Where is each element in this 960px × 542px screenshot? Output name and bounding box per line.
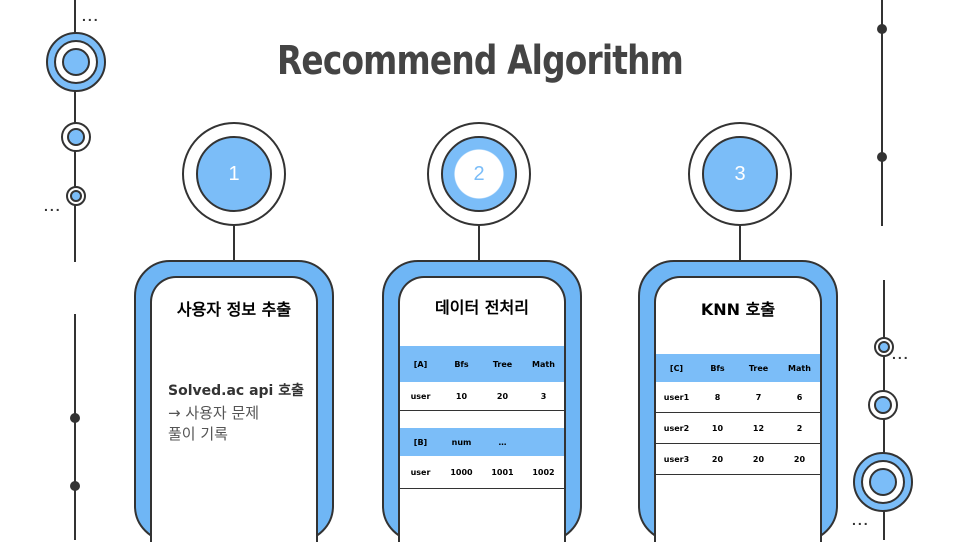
api-call-label: Solved.ac api 호출	[168, 383, 304, 399]
table-header-cell: [B]	[413, 437, 428, 447]
ellipsis-decoration: ...	[892, 346, 910, 362]
step-3-badge: 3	[688, 122, 792, 226]
table-header-cell: Math	[532, 359, 555, 369]
step-2-card: 데이터 전처리 [A] Bfs Tree Math user 10 20 3 […	[382, 260, 582, 542]
table-cell: user	[410, 467, 431, 477]
medium-ring-decoration	[61, 122, 91, 152]
table-cell: 1000	[450, 467, 473, 477]
table-row: user2 10 12 2	[656, 413, 820, 444]
ellipsis-decoration: ...	[82, 8, 100, 24]
table-row: user 10 20 3	[400, 382, 564, 411]
table-c-header: [C] Bfs Tree Math	[656, 354, 820, 382]
step-2-number: 2	[441, 136, 517, 212]
line-dot-decoration	[877, 24, 887, 34]
table-a-header: [A] Bfs Tree Math	[400, 346, 564, 382]
table-b: [B] num … user 1000 1001 1002	[400, 428, 564, 489]
table-cell: 3	[540, 391, 547, 401]
table-cell: user2	[663, 423, 690, 433]
table-cell: user3	[663, 454, 690, 464]
page-title: Recommend Algorithm	[276, 38, 684, 84]
api-call-text: Solved.ac api 호출 → 사용자 문제 풀이 기록	[168, 380, 304, 444]
right-top-line	[881, 0, 883, 226]
step-1-badge: 1	[182, 122, 286, 226]
step-1-number: 1	[196, 136, 272, 212]
api-call-line3: 풀이 기록	[168, 425, 228, 443]
step-1-card: 사용자 정보 추출 Solved.ac api 호출 → 사용자 문제 풀이 기…	[134, 260, 334, 542]
table-cell: 8	[714, 392, 721, 402]
table-header-cell: num	[451, 437, 472, 447]
table-cell: 1001	[491, 467, 514, 477]
step-3-connector	[739, 226, 741, 260]
table-header-cell: …	[498, 437, 507, 447]
line-dot-decoration	[70, 413, 80, 423]
ellipsis-decoration: ...	[44, 198, 62, 214]
table-header-cell: Tree	[748, 363, 769, 373]
medium-ring-core	[67, 128, 85, 146]
table-cell: 10	[455, 391, 468, 401]
table-row: user1 8 7 6	[656, 382, 820, 413]
step-3-number: 3	[702, 136, 778, 212]
table-cell: 12	[752, 423, 765, 433]
step-3-card: KNN 호출 [C] Bfs Tree Math user1 8 7 6 use…	[638, 260, 838, 542]
table-c: [C] Bfs Tree Math user1 8 7 6 user2 10 1…	[656, 354, 820, 475]
medium-ring-core	[874, 396, 892, 414]
table-cell: 20	[711, 454, 724, 464]
left-bottom-line	[74, 314, 76, 540]
table-b-header: [B] num …	[400, 428, 564, 456]
api-call-line2: → 사용자 문제	[168, 404, 260, 422]
table-cell: 20	[496, 391, 509, 401]
table-cell: 1002	[532, 467, 555, 477]
table-row: user3 20 20 20	[656, 444, 820, 475]
ellipsis-decoration: ...	[852, 512, 870, 528]
step-3-title: KNN 호출	[700, 300, 776, 319]
table-cell: user1	[663, 392, 690, 402]
small-ring-core	[70, 190, 82, 202]
table-header-cell: Tree	[492, 359, 513, 369]
table-header-cell: Bfs	[710, 363, 725, 373]
step-1-connector	[233, 226, 235, 260]
table-cell: user	[410, 391, 431, 401]
line-dot-decoration	[70, 481, 80, 491]
table-cell: 6	[796, 392, 803, 402]
table-cell: 2	[796, 423, 803, 433]
small-ring-core	[878, 341, 890, 353]
ring-core-decoration	[62, 48, 90, 76]
line-dot-decoration	[877, 152, 887, 162]
table-cell: 20	[793, 454, 806, 464]
table-cell: 10	[711, 423, 724, 433]
table-header-cell: Math	[788, 363, 811, 373]
table-a: [A] Bfs Tree Math user 10 20 3	[400, 346, 564, 411]
table-row: user 1000 1001 1002	[400, 456, 564, 489]
table-header-cell: [A]	[413, 359, 428, 369]
table-header-cell: Bfs	[454, 359, 469, 369]
step-2-badge: 2	[427, 122, 531, 226]
table-header-cell: [C]	[669, 363, 684, 373]
table-cell: 7	[755, 392, 762, 402]
step-2-title: 데이터 전처리	[435, 298, 529, 317]
step-2-connector	[478, 226, 480, 260]
ring-core-decoration	[869, 468, 897, 496]
step-1-title: 사용자 정보 추출	[176, 300, 292, 319]
table-cell: 20	[752, 454, 765, 464]
